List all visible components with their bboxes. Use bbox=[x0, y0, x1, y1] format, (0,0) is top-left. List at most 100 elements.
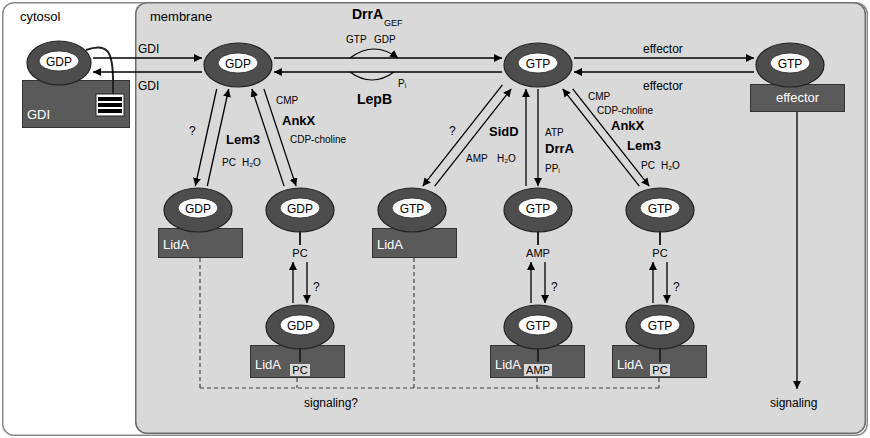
reaction-arrow bbox=[544, 262, 545, 303]
rab-body bbox=[626, 305, 694, 349]
enzyme-label: Lem3 bbox=[226, 132, 260, 147]
note-holder: signaling? bbox=[304, 394, 358, 411]
arrow-label: ? bbox=[551, 280, 558, 294]
arrow-label: ? bbox=[189, 124, 196, 138]
arrow-label-holder: ? bbox=[313, 278, 320, 295]
rab-label-holder: GDP bbox=[265, 200, 335, 217]
nucleotide-pocket bbox=[218, 53, 258, 73]
nucleotide-pocket bbox=[640, 315, 680, 335]
modification-holder: PC bbox=[265, 245, 335, 260]
small-label: PC bbox=[222, 157, 236, 168]
reaction-arrow bbox=[306, 262, 307, 303]
small-label: H₂O bbox=[497, 153, 516, 164]
enzyme-label: DrrA bbox=[352, 6, 383, 22]
rab-body bbox=[266, 188, 334, 232]
nucleotide-label: GTP bbox=[778, 57, 803, 71]
nucleotide-pocket bbox=[518, 198, 558, 218]
note-holder: PC bbox=[222, 154, 236, 169]
membrane-panel: membraneGDPGTPGTPeffectorGDPLidAGDPPCGTP… bbox=[135, 2, 866, 434]
nucleotide-pocket bbox=[178, 198, 218, 218]
small-label: CMP bbox=[276, 95, 298, 106]
modification-holder: PC bbox=[625, 362, 695, 377]
small-label: PC bbox=[641, 160, 655, 171]
reaction-arrow bbox=[292, 262, 293, 303]
rab-label-holder: GTP bbox=[503, 200, 573, 217]
region-label-holder: membrane bbox=[150, 8, 212, 25]
box-label: LidA bbox=[617, 357, 643, 372]
modification-stalk bbox=[299, 348, 301, 362]
rab-gtpase: GDP bbox=[163, 187, 233, 233]
rab-gtpase: GTP bbox=[377, 187, 447, 233]
rab-gtpase: GDP bbox=[26, 40, 92, 86]
arrow-label: ? bbox=[313, 280, 320, 294]
box-label-holder: GDI bbox=[27, 106, 50, 123]
modification-label: PC bbox=[650, 247, 669, 259]
reaction-arrow bbox=[666, 262, 667, 303]
nucleotide-pocket bbox=[392, 198, 432, 218]
arrow-label-holder: AnkX bbox=[611, 117, 644, 134]
small-label: CMP bbox=[588, 91, 610, 102]
pocket-ground bbox=[96, 94, 124, 116]
small-label: CDP-choline bbox=[290, 134, 346, 145]
arrow-label-holder: AnkX bbox=[282, 112, 315, 129]
note-holder: GDP bbox=[374, 31, 396, 46]
modification-stalk bbox=[299, 231, 301, 245]
arrow-label: GDI bbox=[138, 79, 159, 93]
small-label: CDP-choline bbox=[597, 105, 653, 116]
rab-gtpase: GTPPC bbox=[625, 304, 695, 378]
note-holder: AMP bbox=[466, 150, 488, 165]
gef-exchange-arc bbox=[350, 49, 398, 58]
reaction-arrow bbox=[274, 71, 502, 72]
pocket-bar bbox=[98, 97, 122, 101]
nucleotide-label: GTP bbox=[400, 202, 425, 216]
reaction-arrow bbox=[207, 89, 228, 186]
nucleotide-pocket bbox=[280, 198, 320, 218]
note-holder: ATP bbox=[545, 124, 564, 139]
enzyme-label: AnkX bbox=[282, 113, 315, 128]
arrow-label: ? bbox=[673, 280, 680, 294]
box-label-holder: LidA bbox=[495, 356, 521, 373]
nucleotide-pocket bbox=[39, 51, 79, 71]
rab-body bbox=[504, 188, 572, 232]
note-holder: GTP bbox=[346, 31, 367, 46]
modification-stalk bbox=[537, 231, 539, 245]
rab-label-holder: GTP bbox=[503, 55, 573, 72]
rab-body bbox=[626, 188, 694, 232]
modification-label: PC bbox=[290, 364, 309, 376]
rab-body bbox=[504, 43, 572, 87]
arrow-label-holder: DrrA bbox=[545, 140, 574, 157]
reaction-arrow bbox=[252, 89, 284, 186]
small-label: ATP bbox=[545, 127, 564, 138]
note-holder: CMP bbox=[588, 88, 610, 103]
box-label-holder: LidA bbox=[617, 356, 643, 373]
pocket-bar bbox=[98, 109, 122, 113]
nucleotide-label: GDP bbox=[225, 57, 251, 71]
arrow-label-holder: Lem3 bbox=[627, 137, 661, 154]
reaction-arrow bbox=[537, 89, 538, 186]
enzyme-label: AnkX bbox=[611, 118, 644, 133]
effector-box: effector bbox=[750, 84, 845, 112]
reaction-arrow bbox=[652, 262, 653, 303]
reaction-arrow bbox=[195, 89, 216, 186]
arrow-label: effector bbox=[643, 42, 683, 56]
modification-label: AMP bbox=[524, 247, 552, 259]
modification-label: PC bbox=[290, 247, 309, 259]
note-holder: CMP bbox=[276, 92, 298, 107]
rab-label-holder: GDP bbox=[26, 53, 92, 70]
pocket-bar bbox=[98, 103, 122, 107]
enzyme-label: LepB bbox=[357, 91, 392, 107]
nucleotide-pocket bbox=[518, 53, 558, 73]
rab-body bbox=[164, 188, 232, 232]
modification-holder: AMP bbox=[503, 362, 573, 377]
nucleotide-label: GDP bbox=[287, 319, 313, 333]
arrow-label-holder: ? bbox=[189, 122, 196, 139]
note-holder: signaling bbox=[770, 394, 817, 411]
arrow-label-holder: ? bbox=[551, 278, 558, 295]
nucleotide-label: GDP bbox=[46, 55, 72, 69]
nucleotide-label: GTP bbox=[526, 57, 551, 71]
reaction-arrow bbox=[574, 71, 754, 72]
nucleotide-label: GDP bbox=[287, 202, 313, 216]
prenyl-tail-end bbox=[112, 80, 114, 94]
signaling-arrow bbox=[796, 112, 797, 389]
